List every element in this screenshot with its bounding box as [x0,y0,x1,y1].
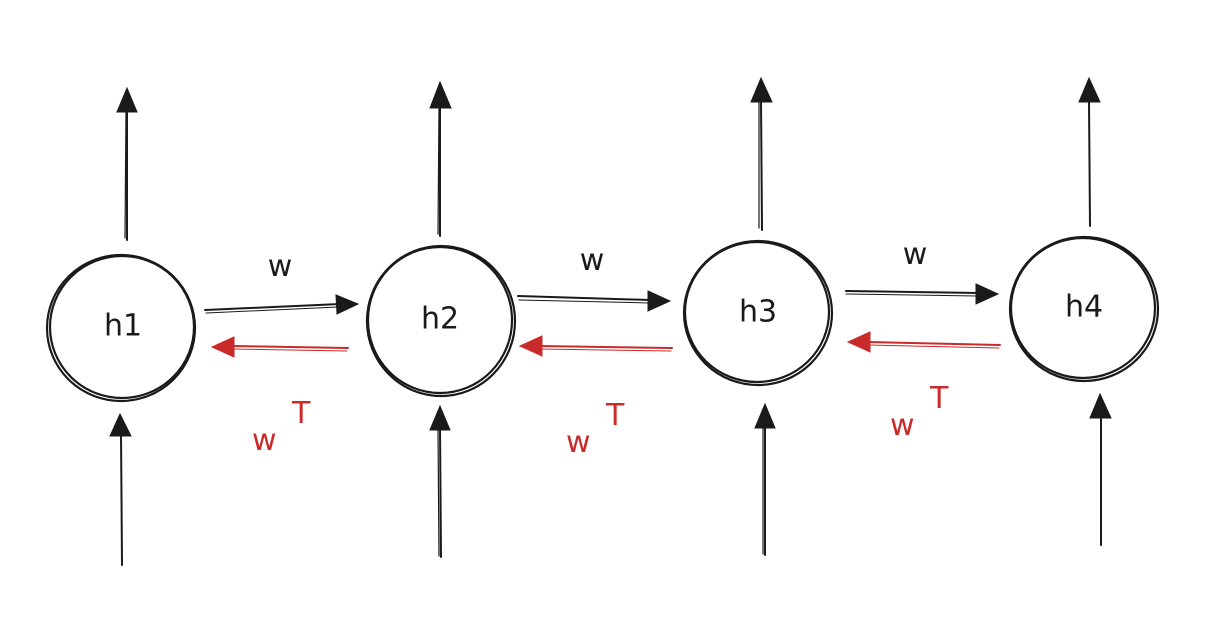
backward-edge-h4-h3-superscript: T [929,381,949,416]
backward-edge-h2-h1-label: w [252,423,277,458]
node-h1: h1 [45,253,197,403]
backward-edge-h3-h2-superscript: T [605,398,625,433]
node-h3-label: h3 [739,295,777,330]
node-h2-label: h2 [421,302,459,337]
node-h1-label: h1 [104,309,142,344]
forward-edge-h3-h4: w [845,237,1000,305]
backward-edge-h4-h3: w T [846,331,1001,443]
backward-edge-h2-h1-superscript: T [291,396,311,431]
forward-edge-h2-h3-label: w [580,243,605,278]
forward-edge-h2-h3: w [517,243,672,312]
h4-output-arrow [1078,76,1101,227]
h2-input-arrow [429,404,451,558]
node-h4-label: h4 [1065,290,1103,325]
backward-edge-h2-h1: w T [210,336,349,458]
node-h2: h2 [365,244,517,398]
forward-edge-h1-h2-label: w [268,249,293,284]
forward-edge-h3-h4-label: w [903,237,928,272]
h4-input-arrow [1089,392,1112,546]
node-h3: h3 [682,239,834,387]
backward-edge-h3-h2-label: w [566,425,591,460]
h3-input-arrow [754,402,776,556]
h1-output-arrow [116,86,138,241]
backward-edge-h4-h3-label: w [890,408,915,443]
backward-edge-h3-h2: w T [518,335,673,460]
h1-input-arrow [109,412,132,566]
node-h4: h4 [1008,235,1160,383]
h2-output-arrow [429,80,452,237]
forward-edge-h1-h2: w [204,249,360,315]
h3-output-arrow [750,76,773,231]
